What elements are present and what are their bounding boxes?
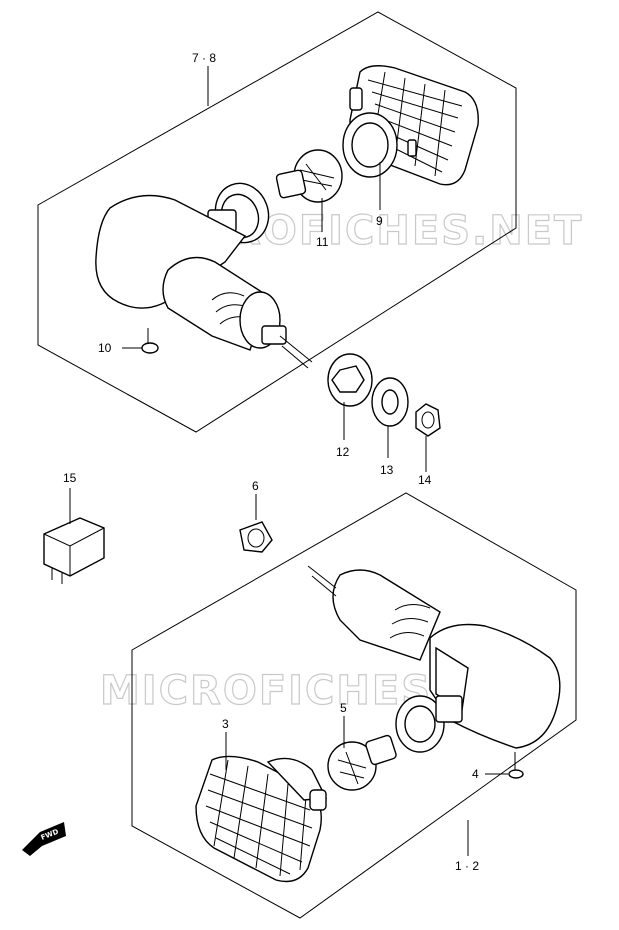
callout-4: 4 — [472, 767, 479, 781]
lens-9 — [342, 65, 479, 186]
callout-11: 11 — [316, 235, 329, 249]
lens-3 — [195, 755, 328, 883]
callout-7-8: 7 · 8 — [192, 51, 216, 65]
callout-10: 10 — [98, 341, 112, 355]
callout-15: 15 — [63, 471, 77, 485]
nut-14 — [415, 403, 441, 437]
callout-9: 9 — [376, 214, 383, 228]
relay-15 — [43, 517, 105, 584]
leader-lines — [69, 66, 508, 856]
screw-10 — [141, 328, 159, 354]
top-assembly-frame — [37, 11, 517, 433]
callout-14: 14 — [418, 473, 432, 487]
bulb-5 — [327, 734, 397, 791]
socket-bottom — [395, 695, 463, 753]
bulb-11 — [275, 149, 343, 203]
callout-3: 3 — [222, 717, 229, 731]
grommet-6 — [239, 521, 273, 553]
callout-1-2: 1 · 2 — [455, 859, 479, 873]
callout-13: 13 — [380, 463, 394, 477]
fwd-arrow-icon: FWD — [22, 822, 66, 856]
bottom-assembly-frame — [131, 492, 577, 919]
housing-top — [95, 194, 313, 369]
callout-12: 12 — [336, 445, 350, 459]
callout-6: 6 — [252, 479, 259, 493]
callout-5: 5 — [340, 701, 347, 715]
nut-12 — [327, 353, 373, 407]
washer-13 — [371, 377, 409, 427]
screw-4 — [508, 752, 524, 779]
